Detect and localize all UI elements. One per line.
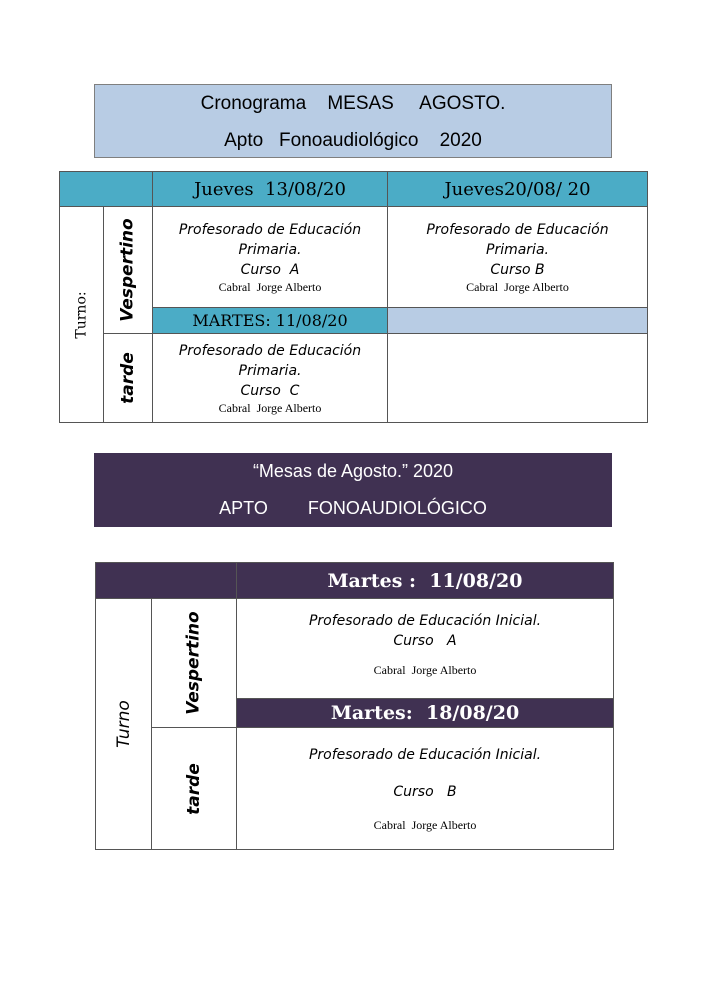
career-text: Profesorado de Educación — [178, 222, 362, 238]
tarde-label: tarde — [184, 762, 204, 815]
header-blank-cell — [95, 562, 237, 599]
header-jueves-20: Jueves20/08/ 20 — [387, 171, 648, 207]
course-text: Curso B — [490, 262, 545, 278]
turno-cell: Turno — [95, 598, 152, 850]
career-text: Profesorado de Educación — [426, 222, 609, 238]
course-text: Curso C — [240, 383, 300, 399]
blank-header-cell — [387, 307, 648, 334]
header-martes-18: Martes: 18/08/20 — [236, 698, 614, 728]
teacher-name: Cabral Jorge Alberto — [373, 818, 477, 833]
turno-cell: Turno: — [59, 206, 104, 423]
career-text: Primaria. — [238, 242, 302, 258]
title-line-1: “Mesas de Agosto.” 2020 — [252, 461, 454, 481]
exam-cell-inicial-a: Profesorado de Educación Inicial. Curso … — [236, 598, 614, 699]
header-label: Jueves20/08/ 20 — [444, 178, 591, 200]
header-martes-11: Martes : 11/08/20 — [236, 562, 614, 599]
career-text: Primaria. — [238, 363, 302, 379]
exam-cell-inicial-b: Profesorado de Educación Inicial. Curso … — [236, 727, 614, 850]
teacher-name: Cabral Jorge Alberto — [373, 663, 477, 677]
title-line-1: Cronograma MESAS AGOSTO. — [200, 93, 506, 114]
tarde-cell: tarde — [151, 727, 237, 850]
empty-cell — [387, 333, 648, 423]
career-text: Primaria. — [486, 242, 549, 258]
vespertino-cell: Vespertino — [151, 598, 237, 728]
tarde-cell: tarde — [103, 333, 153, 423]
title-box-mesas: “Mesas de Agosto.” 2020 APTO FONOAUDIOLÓ… — [94, 453, 612, 527]
title-line-2: Apto Fonoaudiológico 2020 — [224, 130, 482, 151]
vespertino-cell: Vespertino — [103, 206, 153, 334]
career-text: Profesorado de Educación Inicial. — [308, 613, 542, 629]
turno-label: Turno — [113, 700, 134, 748]
turno-label: Turno: — [73, 290, 90, 339]
header-label: Martes: 18/08/20 — [330, 702, 520, 724]
vespertino-label: Vespertino — [118, 218, 139, 322]
header-jueves-13: Jueves 13/08/20 — [152, 171, 388, 207]
vespertino-label: Vespertino — [184, 611, 205, 715]
career-text: Profesorado de Educación — [178, 343, 362, 359]
course-text: Curso A — [240, 262, 300, 278]
course-text: Curso B — [393, 783, 457, 800]
tarde-label: tarde — [118, 352, 138, 404]
title-line-2: APTO FONOAUDIOLÓGICO — [219, 498, 487, 518]
header-label: Martes : 11/08/20 — [327, 569, 523, 592]
header-label: MARTES: 11/08/20 — [192, 311, 348, 330]
course-text: Curso A — [393, 633, 457, 649]
teacher-name: Cabral Jorge Alberto — [218, 401, 322, 415]
header-blank-cell — [59, 171, 153, 207]
header-martes-11: MARTES: 11/08/20 — [152, 307, 388, 334]
teacher-name: Cabral Jorge Alberto — [466, 280, 569, 294]
header-label: Jueves 13/08/20 — [194, 178, 346, 200]
title-box-cronograma: Cronograma MESAS AGOSTO. Apto Fonoaudiol… — [94, 84, 612, 158]
exam-cell-curso-a: Profesorado de Educación Primaria. Curso… — [152, 206, 388, 308]
exam-cell-curso-b: Profesorado de Educación Primaria. Curso… — [387, 206, 648, 308]
teacher-name: Cabral Jorge Alberto — [218, 280, 322, 294]
exam-cell-curso-c: Profesorado de Educación Primaria. Curso… — [152, 333, 388, 423]
career-text: Profesorado de Educación Inicial. — [308, 746, 542, 763]
